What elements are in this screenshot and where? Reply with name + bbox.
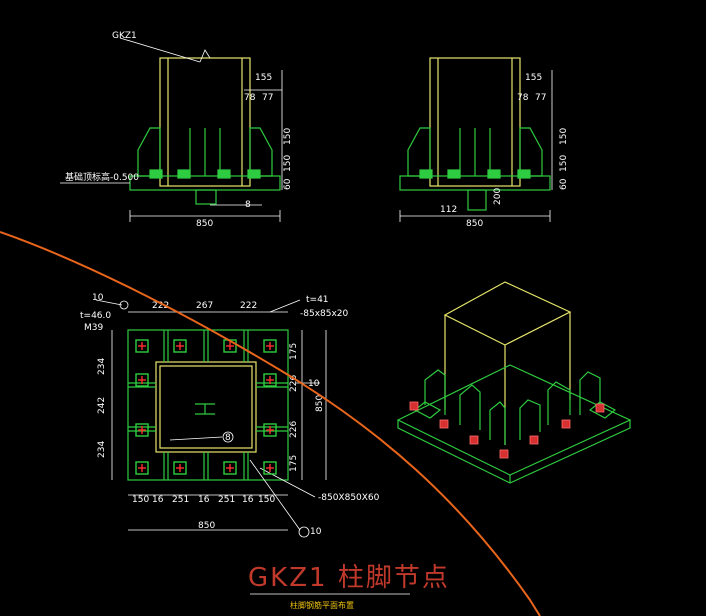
plan-top-dim-3: 222: [240, 301, 257, 311]
plan-bottom-dim-6: 16: [242, 495, 254, 505]
dim-60-left: 60: [283, 178, 293, 190]
plan-left-dim-3: 234: [97, 441, 107, 458]
dim-60-right: 60: [559, 178, 569, 190]
section-cut-line: [0, 231, 541, 616]
bolt-mark: [135, 339, 149, 353]
plan-top-dim-1: 222: [152, 301, 169, 311]
iso-bolt: [469, 435, 479, 445]
dim-155-left: 155: [255, 73, 272, 83]
plan-left-dim-1: 234: [97, 358, 107, 375]
plan-bottom-dim-3: 251: [172, 495, 189, 505]
iso-bolt: [595, 403, 605, 413]
plan-bottom-dim-5: 251: [218, 495, 235, 505]
iso-base-plate: [396, 364, 632, 476]
plan-top-dim-2: 267: [196, 301, 213, 311]
shear-key: [195, 189, 217, 205]
dim-150b-right: 150: [559, 155, 569, 172]
plan-bottom-dim-7: 150: [258, 495, 275, 505]
plan-bottom-dim-2: 16: [152, 495, 164, 505]
bolt-mark: [135, 423, 149, 437]
iso-bolt: [499, 449, 509, 459]
plan-bottom-dim-4: 16: [198, 495, 210, 505]
plan-column: [155, 361, 257, 453]
detail-10-top: 10: [92, 293, 104, 303]
plate-note: -850X850X60: [318, 493, 380, 503]
plan-bolts: [135, 339, 277, 475]
dim-850-left: 850: [196, 219, 213, 229]
bolt-mark: [173, 461, 187, 475]
column-outline: [159, 57, 251, 187]
bolt-size-note: M39: [84, 323, 103, 333]
bolt-mark: [135, 461, 149, 475]
dim-150a-left: 150: [283, 128, 293, 145]
iso-bolt: [409, 401, 419, 411]
iso-bolt: [529, 435, 539, 445]
dim-78-left: 78: [244, 93, 256, 103]
dim-155-right: 155: [525, 73, 542, 83]
detail-8-plan: 8: [225, 433, 231, 443]
column-id-label: GKZ1: [112, 31, 137, 41]
plan-overall-dim-v: 850: [315, 395, 325, 412]
iso-bolt: [561, 419, 571, 429]
plan-bottom-dim-1: 150: [132, 495, 149, 505]
thickness-right-note: t=41: [306, 295, 329, 305]
bolt-mark: [223, 461, 237, 475]
dim-200-right: 200: [493, 188, 503, 205]
plan-view: [95, 299, 327, 538]
stiffener-right: [249, 127, 273, 177]
detail-10-bottom: 10: [310, 527, 322, 537]
plan-right-dim-4: 175: [289, 455, 299, 472]
column-outline-right: [429, 57, 521, 187]
detail-10-right: 10: [308, 379, 320, 389]
isometric-view: [396, 281, 632, 484]
dim-112-right: 112: [440, 205, 457, 215]
drawing-title: GKZ1 柱脚节点: [248, 563, 450, 593]
bolt-mark: [263, 339, 277, 353]
iso-bolts: [409, 401, 605, 459]
bolt-mark: [135, 373, 149, 387]
dim-77-left: 77: [262, 93, 273, 103]
dim-150a-right: 150: [559, 128, 569, 145]
elevation-note: 基础顶标高-0.500: [65, 171, 139, 183]
plan-overall-dim-h: 850: [198, 521, 215, 531]
drawing-subtitle: 柱脚钢筋平面布置: [290, 600, 354, 610]
dim-850-right: 850: [466, 219, 483, 229]
shear-plate-note: -85x85x20: [300, 309, 349, 319]
plan-right-dim-1: 175: [289, 343, 299, 360]
elevation-left: [60, 37, 283, 222]
bolt-mark: [173, 339, 187, 353]
bolt-mark: [263, 373, 277, 387]
plan-right-dim-3: 226: [289, 421, 299, 438]
elevation-right: [399, 57, 553, 222]
thickness-left-note: t=46.0: [80, 311, 111, 321]
bolt-mark: [263, 461, 277, 475]
dim-77-right: 77: [535, 93, 546, 103]
detail-8-top: 8: [245, 200, 251, 210]
iso-bolt: [439, 419, 449, 429]
plan-right-dim-2: 226: [289, 375, 299, 392]
plan-left-dim-2: 242: [97, 397, 107, 414]
bolt-mark: [263, 423, 277, 437]
dim-150b-left: 150: [283, 155, 293, 172]
stiffener-left: [137, 127, 161, 177]
dim-78-right: 78: [517, 93, 529, 103]
